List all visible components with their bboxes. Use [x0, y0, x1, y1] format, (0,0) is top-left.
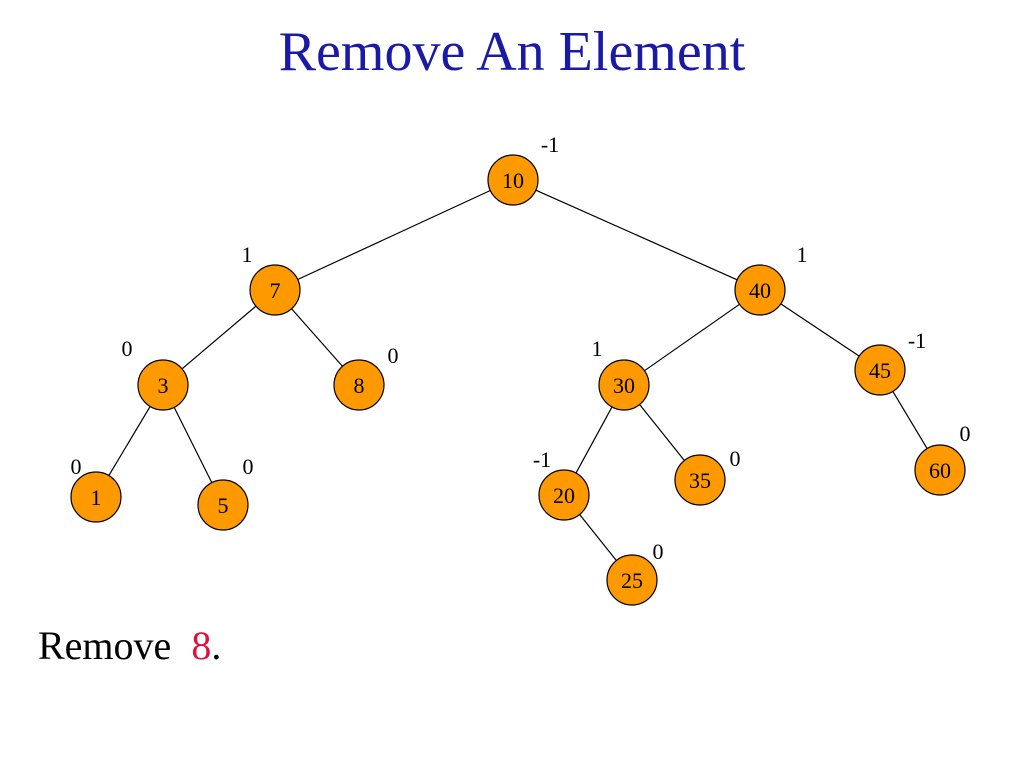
balance-factor-7: 1: [242, 242, 253, 267]
tree-node-10: 10: [487, 154, 539, 206]
edge-45-60: [892, 391, 928, 449]
tree-node-3: 3: [137, 359, 189, 411]
edge-7-3: [181, 305, 257, 370]
tree-node-8: 8: [333, 359, 385, 411]
edge-3-1: [108, 406, 151, 476]
node-key: 3: [158, 373, 169, 398]
edge-20-25: [579, 514, 617, 561]
node-circle: [487, 154, 539, 206]
node-key: 45: [869, 358, 891, 383]
node-key: 8: [354, 373, 365, 398]
node-circle: [854, 344, 906, 396]
node-circle: [606, 554, 658, 606]
node-circle: [598, 359, 650, 411]
tree-node-60: 60: [914, 444, 966, 496]
caption-suffix: .: [211, 623, 222, 668]
tree-node-30: 30: [598, 359, 650, 411]
node-key: 30: [613, 373, 635, 398]
balance-factor-10: -1: [541, 132, 559, 157]
tree-node-1: 1: [70, 471, 122, 523]
tree-node-20: 20: [538, 469, 590, 521]
node-key: 40: [749, 278, 771, 303]
tree-node-35: 35: [674, 454, 726, 506]
tree-node-45: 45: [854, 344, 906, 396]
node-circle: [197, 479, 249, 531]
tree-node-5: 5: [197, 479, 249, 531]
node-circle: [249, 264, 301, 316]
node-key: 10: [502, 168, 524, 193]
edge-7-8: [291, 308, 343, 367]
edge-40-30: [644, 303, 740, 372]
node-key: 60: [929, 458, 951, 483]
balance-factor-45: -1: [908, 328, 926, 353]
balance-factor-5: 0: [243, 454, 254, 479]
slide-title: Remove An Element: [278, 21, 746, 83]
edge-40-45: [780, 303, 860, 357]
tree-node-7: 7: [249, 264, 301, 316]
node-key: 35: [689, 468, 711, 493]
balance-factor-35: 0: [730, 446, 741, 471]
caption-highlight: 8: [191, 623, 212, 668]
node-key: 1: [91, 485, 102, 510]
balance-factor-40: 1: [797, 242, 808, 267]
edge-3-5: [173, 407, 213, 483]
node-circle: [333, 359, 385, 411]
node-key: 20: [553, 483, 575, 508]
edge-30-35: [639, 404, 685, 461]
balance-factor-20: -1: [533, 447, 551, 472]
node-key: 5: [218, 493, 229, 518]
tree-node-25: 25: [606, 554, 658, 606]
node-key: 25: [621, 568, 643, 593]
balance-factor-3: 0: [122, 336, 133, 361]
node-circle: [914, 444, 966, 496]
tree-node-40: 40: [734, 264, 786, 316]
balance-factor-8: 0: [388, 343, 399, 368]
edge-10-40: [535, 189, 738, 281]
caption-prefix: Remove: [38, 623, 192, 668]
edge-30-20: [575, 406, 613, 474]
tree-edges: [108, 189, 928, 561]
balance-factor-1: 0: [71, 454, 82, 479]
node-circle: [137, 359, 189, 411]
node-circle: [538, 469, 590, 521]
caption: Remove 8.: [38, 622, 221, 669]
node-circle: [70, 471, 122, 523]
edge-10-7: [297, 189, 491, 281]
balance-factor-30: 1: [592, 336, 603, 361]
node-circle: [674, 454, 726, 506]
balance-factor-60: 0: [960, 421, 971, 446]
balance-factor-25: 0: [653, 539, 664, 564]
node-circle: [734, 264, 786, 316]
node-key: 7: [270, 278, 281, 303]
